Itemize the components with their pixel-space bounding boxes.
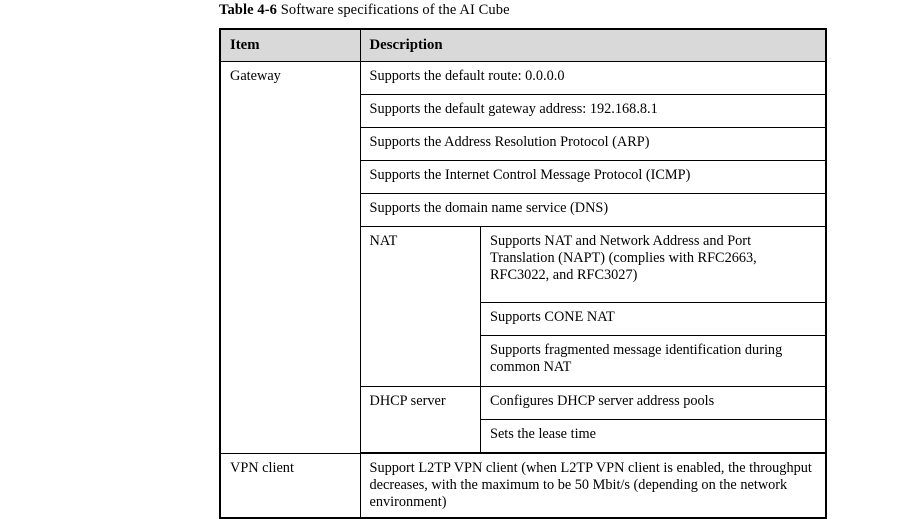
nested-row: NAT Supports NAT and Network Address and… (360, 227, 825, 387)
table-row: Supports the default gateway address: 19… (220, 94, 827, 128)
table-row: NAT Supports NAT and Network Address and… (220, 226, 827, 454)
column-header-description: Description (359, 28, 827, 62)
row-description: Supports the Internet Control Message Pr… (359, 160, 827, 194)
row-description-nested: NAT Supports NAT and Network Address and… (359, 226, 827, 454)
row-description: Supports the domain name service (DNS) (359, 193, 827, 227)
subgroup-item: Supports fragmented message identificati… (480, 335, 825, 387)
table-row: Supports the domain name service (DNS) (220, 193, 827, 227)
nested-row: Sets the lease time (361, 419, 825, 453)
row-description: Supports the default gateway address: 19… (359, 94, 827, 128)
table-caption-text: Software specifications of the AI Cube (276, 2, 510, 18)
subgroup-item: Supports NAT and Network Address and Por… (480, 227, 825, 303)
table-caption-number: Table 4-6 (219, 2, 277, 18)
subgroup-item: Sets the lease time (480, 419, 825, 453)
nested-row: Supports CONE NAT (361, 302, 825, 336)
nested-row: Supports fragmented message identificati… (361, 335, 825, 387)
nested-subgroup-table: NAT Supports NAT and Network Address and… (360, 227, 825, 453)
subgroup-item: Supports CONE NAT (480, 302, 825, 336)
subgroup-label-nat: NAT (360, 227, 481, 387)
table-caption: Table 4-6 Software specifications of the… (219, 1, 510, 19)
row-description: Support L2TP VPN client (when L2TP VPN c… (359, 453, 827, 519)
row-item-gateway: Gateway (219, 61, 361, 454)
row-item-vpn-client: VPN client (219, 453, 361, 519)
row-description: Supports the Address Resolution Protocol… (359, 127, 827, 161)
software-specifications-table: Item Description Gateway Supports the de… (219, 28, 827, 519)
row-description: Supports the default route: 0.0.0.0 (359, 61, 827, 95)
column-header-item: Item (219, 28, 361, 62)
subgroup-item: Configures DHCP server address pools (480, 386, 825, 420)
table-row: Gateway Supports the default route: 0.0.… (219, 61, 827, 454)
subgroup-label-dhcp-server: DHCP server (360, 386, 481, 453)
table-header-row: Item Description (219, 28, 827, 62)
document-page: Table 4-6 Software specifications of the… (219, 1, 827, 519)
table-row: Supports the Address Resolution Protocol… (220, 127, 827, 161)
nested-row: DHCP server Configures DHCP server addre… (360, 386, 825, 453)
table-row: VPN client Support L2TP VPN client (when… (219, 453, 827, 519)
